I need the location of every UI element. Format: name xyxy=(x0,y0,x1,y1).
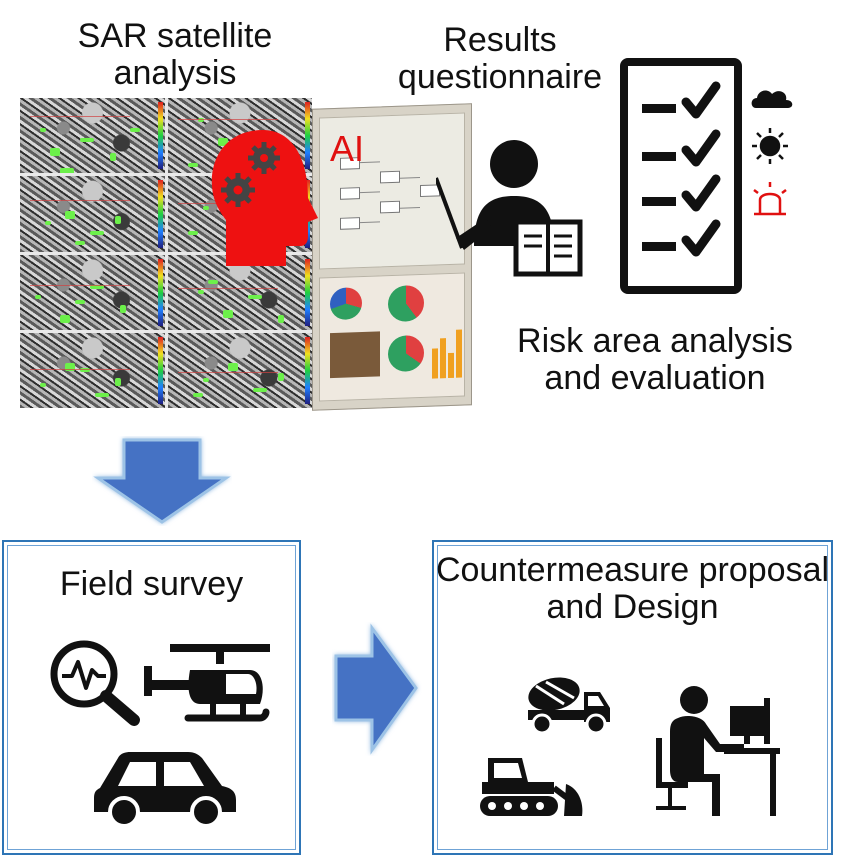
field-survey-title: Field survey xyxy=(59,565,244,603)
field-survey-panel: Field survey xyxy=(2,540,301,855)
sar-analysis-label: SAR satellite analysis xyxy=(77,17,273,92)
ai-head-gears-icon xyxy=(211,130,318,266)
car-icon xyxy=(94,752,236,828)
cloud-icon xyxy=(751,90,793,108)
sar-image-tile xyxy=(20,176,165,252)
helicopter-icon xyxy=(144,644,270,722)
results-questionnaire-label: Results questionnaire xyxy=(397,21,603,96)
checklist-icon xyxy=(620,58,742,294)
dashboard-charts-panel xyxy=(319,272,465,402)
sar-image-tile xyxy=(20,254,165,330)
presenter-book-icon xyxy=(436,140,583,277)
mixer-truck-icon xyxy=(528,677,610,735)
down-arrow-icon xyxy=(93,438,231,524)
risk-area-label: Risk area analysis and evaluation xyxy=(517,322,793,397)
countermeasure-panel: Countermeasure proposal and Design xyxy=(432,540,833,855)
magnifier-pulse-icon xyxy=(50,640,140,726)
sar-image-tile xyxy=(167,332,312,408)
sar-image-tile xyxy=(20,332,165,408)
sar-image-tile xyxy=(167,254,312,330)
countermeasure-title: Countermeasure proposal and Design xyxy=(435,551,830,626)
alarm-light-icon xyxy=(753,182,787,216)
sar-image-tile xyxy=(20,98,165,174)
weather-icons xyxy=(751,90,793,216)
sun-icon xyxy=(752,128,788,164)
desk-worker-icon xyxy=(656,686,780,816)
right-arrow-icon xyxy=(334,623,418,755)
ai-label: AI xyxy=(330,128,365,169)
bulldozer-icon xyxy=(480,758,583,816)
